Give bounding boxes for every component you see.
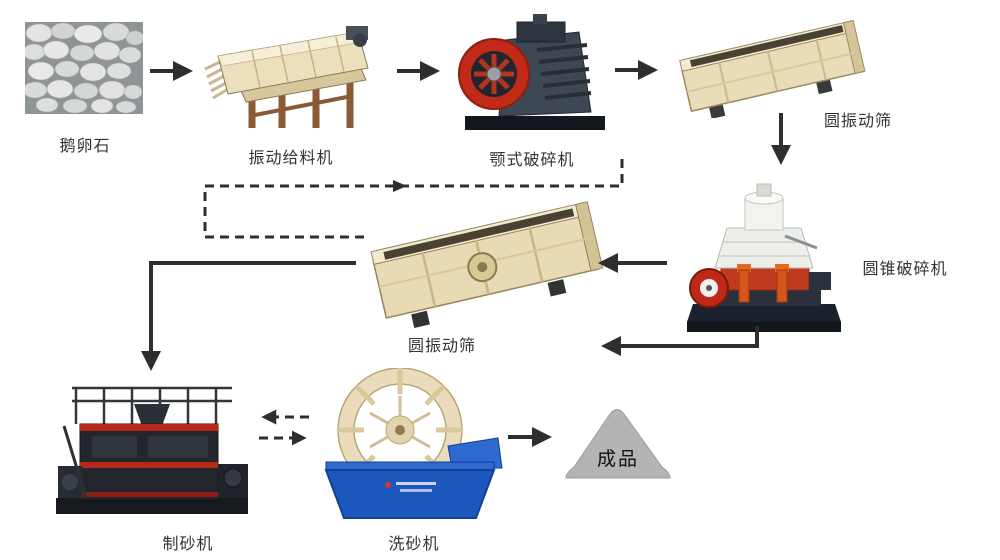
hydraulic-cylinders: [737, 264, 789, 303]
washer-tank: [324, 469, 496, 519]
cone-crusher-image: [687, 176, 841, 336]
sand-maker-label: 制砂机: [162, 536, 214, 553]
screen2-label: 圆振动筛: [407, 338, 477, 355]
product-label: 成品: [596, 449, 640, 470]
sand-washer-label: 洗砂机: [388, 536, 440, 553]
sand-maker-image: [52, 374, 252, 522]
vibrating-screen-lower-illustration: [370, 201, 604, 328]
stone-label: 鹅卵石: [59, 138, 111, 155]
cone-crusher-label: 圆锥破碎机: [862, 261, 948, 278]
cone-drive-wheel-icon: [689, 268, 729, 308]
sand-maker-illustration: [56, 386, 248, 514]
dashed-flow-direction-arrowhead: [393, 180, 407, 192]
vibrating-feeder-image: [200, 18, 392, 132]
jaw-crusher-label: 颚式破碎机: [489, 152, 575, 169]
vibrating-screen-top-illustration: [679, 20, 866, 118]
pebble-stone-image: [25, 22, 143, 114]
pebble-stone-illustration: [25, 22, 143, 114]
sand-washer-illustration: [324, 368, 503, 519]
vibrating-screen-lower-image: [357, 200, 617, 330]
sand-maker-motor: [223, 468, 243, 488]
cone-crusher-illustration: [687, 183, 841, 332]
jaw-crusher-illustration: [458, 14, 605, 130]
vibrating-feeder-illustration: [204, 26, 369, 128]
flywheel-icon: [458, 38, 530, 110]
sand-washer-image: [318, 368, 504, 522]
vibrating-screen-top-image: [662, 20, 882, 118]
screen1-label: 圆振动筛: [823, 113, 893, 130]
feeder-label: 振动给料机: [248, 150, 334, 167]
product-pile-image: [562, 402, 674, 480]
jaw-crusher-image: [447, 12, 613, 138]
product-pile-illustration: [565, 409, 671, 479]
arrow-screen2-to-sandmaker: [141, 261, 356, 371]
